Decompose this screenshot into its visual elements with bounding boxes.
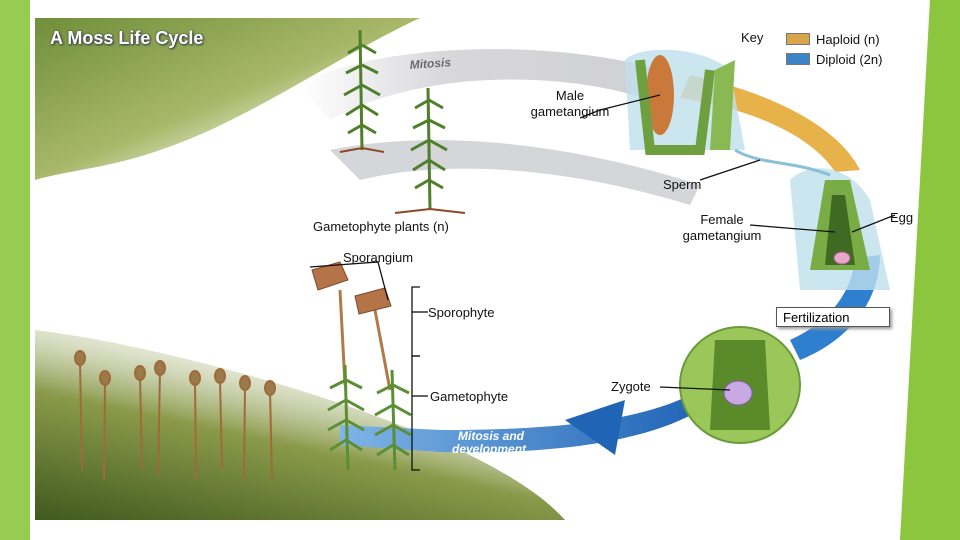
gametophyte-plants-label: Gametophyte plants (n) (313, 219, 449, 234)
zygote-label: Zygote (611, 379, 651, 394)
mitosis-dev-text-2: development (452, 442, 527, 456)
female-gametangium-label-2: gametangium (672, 228, 772, 243)
female-gametangium-label-1: Female (672, 212, 772, 227)
sperm-label: Sperm (663, 177, 701, 192)
fertilization-label: Fertilization (776, 307, 890, 327)
haploid-swatch (786, 33, 810, 45)
male-gametangium-label-1: Male (525, 88, 615, 103)
zygote-illustration (680, 327, 800, 443)
left-green-bar (0, 0, 30, 540)
male-gametangium-label-2: gametangium (525, 104, 615, 119)
mitosis-arrow-text: Mitosis (409, 55, 452, 72)
key-haploid-label: Haploid (n) (816, 32, 880, 47)
sporangium-label: Sporangium (343, 250, 413, 265)
diploid-swatch (786, 53, 810, 65)
egg-label: Egg (890, 210, 913, 225)
gametophyte-label: Gametophyte (430, 389, 508, 404)
key-heading: Key (741, 30, 763, 45)
mitosis-dev-text-1: Mitosis and (458, 429, 525, 443)
key-diploid-label: Diploid (2n) (816, 52, 882, 67)
sporophyte-label: Sporophyte (428, 305, 495, 320)
diagram-title: A Moss Life Cycle (50, 28, 203, 49)
